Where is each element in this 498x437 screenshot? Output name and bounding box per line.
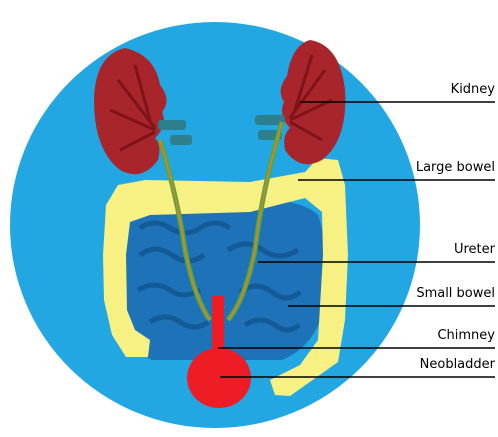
label-large-bowel: Large bowel [416,160,495,175]
label-neobladder: Neobladder [420,357,496,372]
label-chimney: Chimney [437,328,495,343]
label-small-bowel: Small bowel [416,286,495,301]
label-ureter: Ureter [454,242,496,257]
chimney [212,296,224,354]
neobladder [187,348,251,408]
label-kidney: Kidney [451,82,496,97]
